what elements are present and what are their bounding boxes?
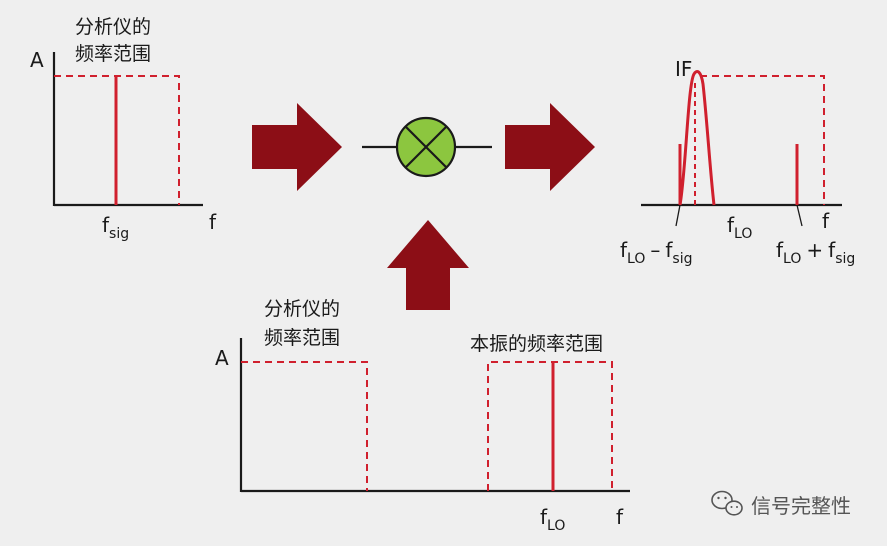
arrow-up-into-mixer	[387, 220, 469, 310]
bottom-range-caption-line1: 分析仪的	[264, 298, 340, 320]
fsig-label: fsig	[102, 213, 129, 242]
if-peak-label: IF	[675, 57, 692, 81]
upper-sideband-leader	[796, 204, 803, 227]
mixer-cross-b	[404, 125, 448, 169]
input-x-axis-label: f	[209, 210, 217, 234]
watermark-text: 信号完整性	[751, 494, 851, 518]
input-range-caption-line2: 频率范围	[75, 43, 151, 65]
input-range-caption-line1: 分析仪的	[75, 16, 151, 38]
upper-sideband-label: fLO+fsig	[776, 238, 855, 267]
lower-sideband-label: fLO–fsig	[620, 238, 693, 267]
output-spectrum-panel: IF f fLO fLO–fsig fLO+fsig	[620, 57, 855, 267]
lo-spectrum-panel: 分析仪的 频率范围 本振的频率范围 A fLO f	[215, 298, 630, 534]
bottom-range-caption-line2: 频率范围	[264, 327, 340, 349]
output-x-axis-label: f	[822, 209, 830, 233]
arrow-right-out-of-mixer	[505, 103, 595, 191]
bottom-x-axis-label: f	[616, 505, 624, 529]
arrow-right-into-mixer	[252, 103, 342, 191]
lo-range-caption: 本振的频率范围	[470, 333, 603, 355]
input-spectrum-panel: 分析仪的 频率范围 A f fsig	[30, 16, 217, 242]
bottom-flo-label: fLO	[540, 505, 565, 534]
bottom-y-axis-label: A	[215, 346, 229, 370]
lo-range-box	[487, 361, 613, 491]
input-analyzer-range-box	[54, 75, 180, 205]
watermark: 信号完整性	[711, 490, 851, 518]
output-flo-label: fLO	[727, 213, 752, 242]
bottom-analyzer-range-box	[241, 361, 368, 491]
input-y-axis-label: A	[30, 48, 44, 72]
lower-sideband-leader	[675, 204, 681, 227]
mixer-symbol	[362, 116, 492, 178]
if-filter-shape	[678, 70, 716, 206]
output-range-box	[700, 75, 825, 205]
wechat-icon	[711, 490, 743, 516]
